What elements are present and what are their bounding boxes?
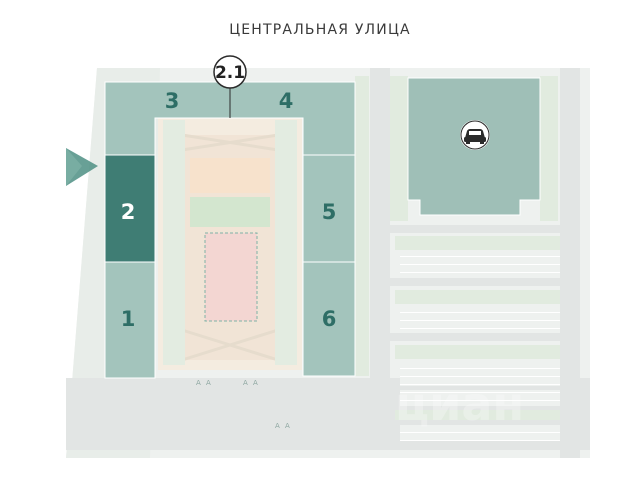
lawn-areas	[355, 76, 560, 420]
building-6-label: 6	[322, 307, 337, 331]
svg-text:A: A	[196, 379, 201, 387]
svg-text:A: A	[206, 379, 211, 387]
car-icon	[460, 120, 490, 150]
building-2[interactable]: 2	[104, 154, 156, 263]
svg-text:A: A	[275, 422, 280, 430]
playground-area	[190, 158, 270, 193]
building-1[interactable]: 1	[104, 261, 156, 379]
parking-rows	[400, 255, 560, 441]
building-2-label: 2	[121, 200, 136, 224]
building-3-label: 3	[165, 89, 180, 113]
building-4-label: 4	[279, 89, 294, 113]
street-label: ЦЕНТРАЛЬНАЯ УЛИЦА	[229, 22, 411, 38]
green-area	[190, 197, 270, 227]
building-6[interactable]: 6	[302, 261, 356, 377]
watermark-logo: циан	[395, 377, 524, 431]
svg-text:A: A	[243, 379, 248, 387]
section-marker-label: 2.1	[215, 63, 245, 83]
road-network	[66, 68, 590, 458]
building-5-label: 5	[322, 200, 337, 224]
selection-pointer-icon	[66, 148, 98, 186]
building-1-label: 1	[121, 307, 136, 331]
svg-text:A: A	[285, 422, 290, 430]
building-5[interactable]: 5	[302, 154, 356, 263]
svg-text:A: A	[253, 379, 258, 387]
sport-field	[204, 232, 258, 322]
section-marker-2-1[interactable]: 2.1	[213, 55, 247, 118]
parking-building[interactable]	[407, 77, 541, 216]
courtyard	[158, 115, 302, 370]
